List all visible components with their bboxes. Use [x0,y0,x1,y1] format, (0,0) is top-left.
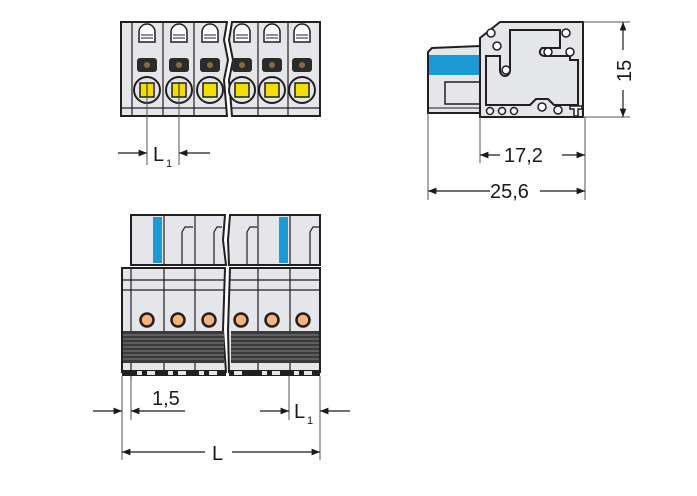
top-pole-6 [288,23,316,104]
top-pole-1 [133,23,161,104]
front-view: 1,5 L 1 L [93,214,350,465]
top-pole-5 [258,23,286,104]
side-inner-depth-label: 17,2 [504,145,543,167]
top-pole-3 [196,23,224,104]
top-pitch-label: L [153,144,164,166]
top-pole-2 [165,23,193,104]
side-height-dimension: 15 [614,22,636,118]
side-blue-marker [429,55,480,75]
top-pitch-dimension: L 1 [118,97,210,170]
side-inner-depth-dimension: 17,2 [480,145,585,167]
side-view: 15 17,2 25,6 [427,21,636,203]
front-pitch-dimension: L 1 [260,401,350,427]
front-pitch-label: L [294,401,305,423]
front-pitch-subscript: 1 [307,415,313,427]
front-length-dimension: L [122,443,320,465]
top-view: L 1 [118,21,321,170]
front-blue-marker-1 [153,217,162,263]
side-total-depth-dimension: 25,6 [428,181,585,203]
top-pole-4 [228,23,256,104]
top-pitch-subscript: 1 [166,158,172,170]
front-offset-label: 1,5 [152,388,180,410]
front-offset-dimension: 1,5 [93,388,185,415]
side-total-depth-label: 25,6 [490,181,529,203]
front-test-ports [139,312,311,328]
front-length-label: L [212,443,223,465]
front-blue-marker-2 [279,217,288,263]
side-height-label: 15 [614,60,636,82]
